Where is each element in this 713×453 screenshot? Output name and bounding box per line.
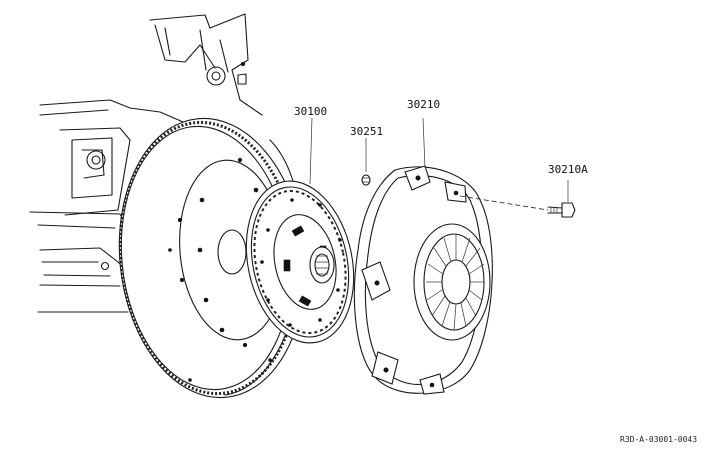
flywheel: [118, 117, 306, 399]
pilot-bearing-spring: [361, 138, 371, 186]
label-clutch-cover: 30210: [407, 98, 441, 111]
label-bolt: 30210A: [548, 163, 588, 176]
diagram-reference-code: R3D-A-03001-0043: [620, 435, 698, 444]
label-clutch-disc: 30100: [294, 105, 328, 118]
label-spring: 30251: [350, 125, 384, 138]
clutch-disc: [245, 117, 355, 344]
clutch-cover: [353, 117, 549, 395]
cover-bolt: [547, 180, 576, 218]
